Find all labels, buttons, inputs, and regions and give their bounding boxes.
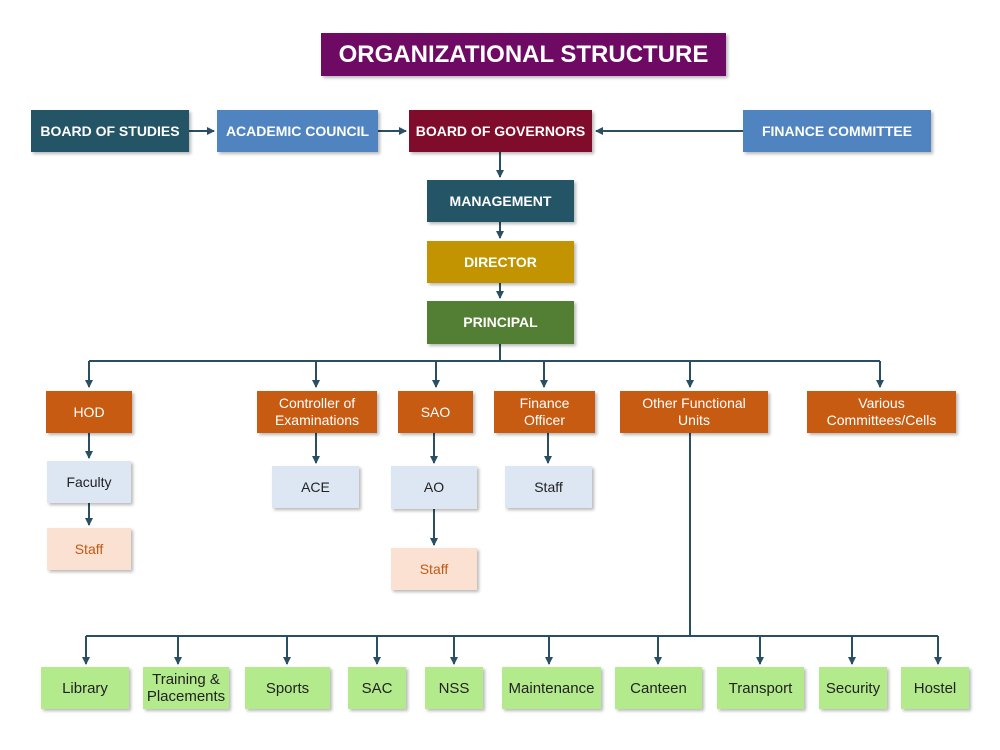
node-controller-of-examinations: Controller of Examinations	[257, 391, 377, 433]
node-unit-library: Library	[41, 667, 129, 709]
node-sao: SAO	[398, 391, 473, 433]
node-unit-nss: NSS	[425, 667, 483, 709]
node-director: DIRECTOR	[427, 241, 574, 283]
node-ao: AO	[391, 466, 477, 509]
node-hod: HOD	[46, 391, 132, 433]
node-faculty: Faculty	[47, 461, 131, 503]
chart-title: ORGANIZATIONAL STRUCTURE	[321, 33, 726, 76]
node-management: MANAGEMENT	[427, 180, 574, 222]
node-finance-committee: FINANCE COMMITTEE	[743, 110, 931, 152]
node-unit-sac: SAC	[348, 667, 406, 709]
node-hod-staff: Staff	[47, 528, 131, 570]
node-board-of-studies: BOARD OF STUDIES	[31, 110, 189, 152]
node-board-of-governors: BOARD OF GOVERNORS	[409, 110, 592, 152]
node-sao-staff: Staff	[391, 548, 477, 590]
node-unit-maintenance: Maintenance	[502, 667, 601, 709]
node-unit-training-placements: Training & Placements	[143, 667, 229, 709]
node-finance-officer: Finance Officer	[494, 391, 595, 433]
node-academic-council: ACADEMIC COUNCIL	[217, 110, 378, 152]
node-unit-canteen: Canteen	[615, 667, 702, 709]
node-finance-staff: Staff	[505, 466, 592, 508]
node-various-committees: Various Committees/Cells	[807, 391, 956, 433]
node-principal: PRINCIPAL	[427, 301, 574, 344]
node-unit-transport: Transport	[717, 667, 804, 709]
node-other-functional-units: Other Functional Units	[620, 391, 768, 433]
node-unit-security: Security	[819, 667, 887, 709]
node-ace: ACE	[272, 466, 359, 508]
node-unit-sports: Sports	[245, 667, 330, 709]
node-unit-hostel: Hostel	[901, 667, 969, 709]
